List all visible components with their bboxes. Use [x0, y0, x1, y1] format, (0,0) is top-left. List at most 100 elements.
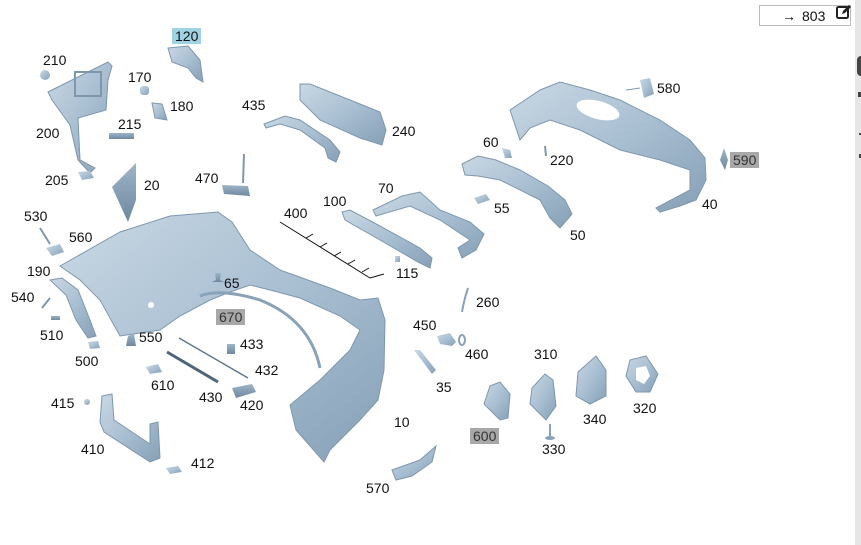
part-580[interactable] [640, 78, 654, 98]
part-label-510[interactable]: 510 [40, 327, 64, 343]
part-label-500[interactable]: 500 [75, 353, 99, 369]
part-433[interactable] [227, 344, 235, 354]
part-label-432[interactable]: 432 [255, 362, 279, 378]
part-label-420[interactable]: 420 [240, 397, 264, 413]
part-500[interactable] [88, 341, 100, 349]
part-label-310[interactable]: 310 [534, 346, 558, 362]
part-205[interactable] [78, 171, 94, 180]
part-label-670[interactable]: 670 [216, 309, 246, 325]
part-430[interactable] [166, 350, 219, 384]
part-460[interactable] [458, 334, 466, 346]
part-50[interactable] [461, 155, 573, 229]
part-550[interactable] [126, 334, 136, 346]
part-210[interactable] [40, 70, 50, 80]
reference-box[interactable]: → 803 [759, 5, 851, 26]
part-label-55[interactable]: 55 [494, 200, 510, 216]
part-label-120[interactable]: 120 [172, 28, 202, 44]
part-530[interactable] [39, 227, 51, 245]
part-label-35[interactable]: 35 [436, 379, 452, 395]
part-65[interactable] [212, 273, 224, 282]
part-label-190[interactable]: 190 [27, 263, 51, 279]
part-label-205[interactable]: 205 [45, 172, 69, 188]
part-label-570[interactable]: 570 [366, 480, 390, 496]
part-label-415[interactable]: 415 [51, 395, 75, 411]
part-180[interactable] [151, 102, 168, 121]
part-label-60[interactable]: 60 [483, 134, 499, 150]
part-label-430[interactable]: 430 [199, 389, 223, 405]
part-610[interactable] [146, 364, 162, 374]
part-label-435[interactable]: 435 [242, 97, 266, 113]
part-label-590[interactable]: 590 [730, 152, 760, 168]
edit-icon[interactable] [836, 4, 852, 20]
part-435[interactable] [263, 115, 341, 163]
part-label-530[interactable]: 530 [24, 208, 48, 224]
part-450[interactable] [437, 333, 456, 346]
part-label-260[interactable]: 260 [476, 294, 500, 310]
part-label-460[interactable]: 460 [465, 346, 489, 362]
part-label-180[interactable]: 180 [170, 98, 194, 114]
part-340[interactable] [575, 355, 607, 405]
part-label-215[interactable]: 215 [118, 116, 142, 132]
part-240[interactable] [299, 83, 387, 146]
part-label-50[interactable]: 50 [570, 227, 586, 243]
part-100[interactable] [341, 209, 433, 269]
side-panel-edge[interactable] [855, 0, 861, 545]
part-540[interactable] [41, 297, 51, 309]
part-label-560[interactable]: 560 [69, 229, 93, 245]
part-215[interactable] [109, 133, 134, 139]
part-label-170[interactable]: 170 [128, 69, 152, 85]
part-label-600[interactable]: 600 [470, 428, 500, 444]
part-label-240[interactable]: 240 [392, 123, 416, 139]
part-label-20[interactable]: 20 [144, 177, 160, 193]
part-10[interactable] [59, 211, 386, 463]
part-label-340[interactable]: 340 [583, 411, 607, 427]
part-420[interactable] [232, 384, 256, 398]
part-label-220[interactable]: 220 [550, 152, 574, 168]
part-432[interactable] [178, 337, 249, 379]
part-55[interactable] [474, 194, 490, 204]
part-label-115[interactable]: 115 [396, 265, 419, 281]
part-310[interactable] [529, 373, 557, 421]
part-label-100[interactable]: 100 [323, 193, 347, 209]
part-600[interactable] [483, 381, 511, 421]
part-label-10[interactable]: 10 [394, 414, 410, 430]
part-label-65[interactable]: 65 [224, 275, 240, 291]
part-label-580[interactable]: 580 [657, 80, 681, 96]
part-190[interactable] [48, 277, 97, 339]
part-260[interactable] [461, 287, 469, 313]
part-label-433[interactable]: 433 [240, 336, 264, 352]
part-label-470[interactable]: 470 [195, 170, 219, 186]
part-label-410[interactable]: 410 [81, 441, 105, 457]
part-label-330[interactable]: 330 [542, 441, 566, 457]
part-590[interactable] [720, 148, 728, 170]
part-label-450[interactable]: 450 [413, 317, 437, 333]
part-label-540[interactable]: 540 [11, 289, 35, 305]
part-670[interactable] [199, 291, 322, 369]
part-60[interactable] [502, 148, 512, 158]
part-label-412[interactable]: 412 [191, 455, 215, 471]
part-170[interactable] [140, 86, 149, 95]
part-label-320[interactable]: 320 [633, 400, 657, 416]
part-label-40[interactable]: 40 [702, 196, 718, 212]
part-label-210[interactable]: 210 [43, 52, 67, 68]
part-label-610[interactable]: 610 [151, 377, 175, 393]
part-410[interactable] [99, 393, 161, 463]
part-560[interactable] [46, 244, 64, 256]
part-label-70[interactable]: 70 [378, 180, 394, 196]
part-20[interactable] [112, 163, 136, 222]
part-220[interactable] [544, 145, 547, 157]
part-470[interactable] [222, 185, 250, 196]
part-label-550[interactable]: 550 [139, 329, 163, 345]
part-200[interactable] [47, 61, 113, 174]
part-40[interactable] [509, 81, 707, 213]
part-570[interactable] [391, 444, 437, 481]
part-415[interactable] [84, 399, 90, 405]
part-510[interactable] [51, 316, 60, 320]
part-70[interactable] [372, 191, 485, 259]
part-120[interactable] [167, 45, 204, 83]
part-115[interactable] [395, 256, 400, 262]
part-412[interactable] [166, 466, 182, 474]
part-label-200[interactable]: 200 [36, 125, 60, 141]
part-35[interactable] [414, 350, 436, 374]
part-label-400[interactable]: 400 [284, 205, 308, 221]
